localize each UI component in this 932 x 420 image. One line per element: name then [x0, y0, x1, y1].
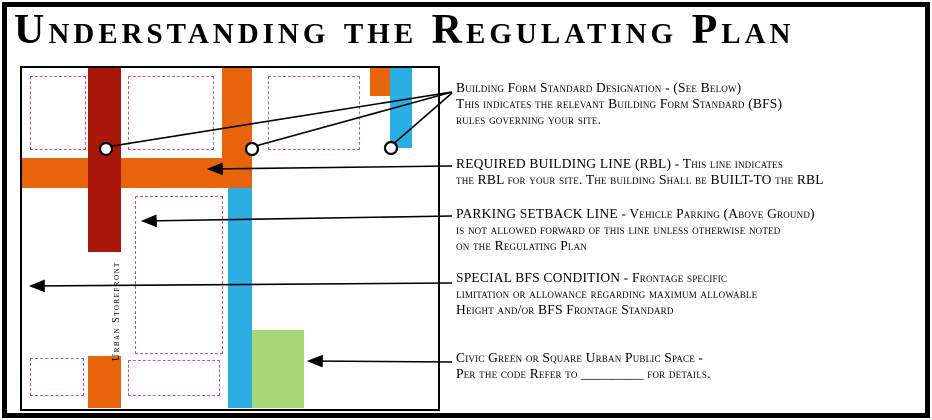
annotation-civic-green: Civic Green or Square Urban Public Space…	[456, 350, 711, 382]
parking-setback-line-block	[135, 196, 223, 354]
civic-green-square	[252, 330, 304, 408]
annotation-required-building-line: REQUIRED BUILDING LINE (RBL) - This line…	[456, 156, 824, 188]
annotation-line: Height and/or BFS Frontage Standard	[456, 302, 674, 317]
rbl-band-vertical-middle	[222, 68, 252, 158]
rbl-band-bottom-left	[88, 356, 121, 408]
rbl-band-vertical-right	[370, 68, 390, 96]
annotation-line: the RBL for your site. The building Shal…	[456, 172, 824, 187]
rbl-band-horizontal	[22, 158, 252, 188]
annotation-line: Per the code Refer to _________ for deta…	[456, 366, 711, 381]
setback-line-block-topmiddle	[128, 76, 214, 150]
annotation-line: PARKING SETBACK LINE - Vehicle Parking (…	[456, 206, 815, 221]
page-title: Understanding the Regulating Plan	[14, 7, 795, 53]
annotation-bfs-designation: Building Form Standard Designation - (Se…	[456, 80, 782, 128]
setback-line-block-bottomleft	[30, 358, 84, 396]
annotation-line: This indicates the relevant Building For…	[456, 96, 783, 111]
street-frontage-label: Urban Storefront	[111, 261, 122, 361]
annotation-line: SPECIAL BFS CONDITION - Frontage specifi…	[456, 270, 728, 285]
annotation-line: Building Form Standard Designation - (Se…	[456, 80, 742, 95]
annotation-special-bfs-condition: SPECIAL BFS CONDITION - Frontage specifi…	[456, 270, 757, 318]
setback-line-block-topleft	[30, 76, 86, 150]
special-bfs-band-right	[390, 68, 412, 148]
setback-line-block-topright	[268, 76, 360, 150]
annotation-line: on the Regulating Plan	[456, 238, 588, 253]
annotation-line: is not allowed forward of this line unle…	[456, 222, 781, 237]
special-bfs-band-vertical	[228, 188, 252, 408]
annotation-parking-setback-line: PARKING SETBACK LINE - Vehicle Parking (…	[456, 206, 815, 254]
setback-line-block-bottommiddle	[128, 360, 220, 396]
annotation-line: limitation or allowance regarding maximu…	[456, 286, 758, 301]
building-form-band-urban-storefront	[88, 68, 121, 252]
annotation-line: REQUIRED BUILDING LINE (RBL) - This line…	[456, 156, 784, 171]
annotation-line: Civic Green or Square Urban Public Space…	[456, 350, 704, 365]
annotation-line: rules governing your site.	[456, 112, 602, 127]
